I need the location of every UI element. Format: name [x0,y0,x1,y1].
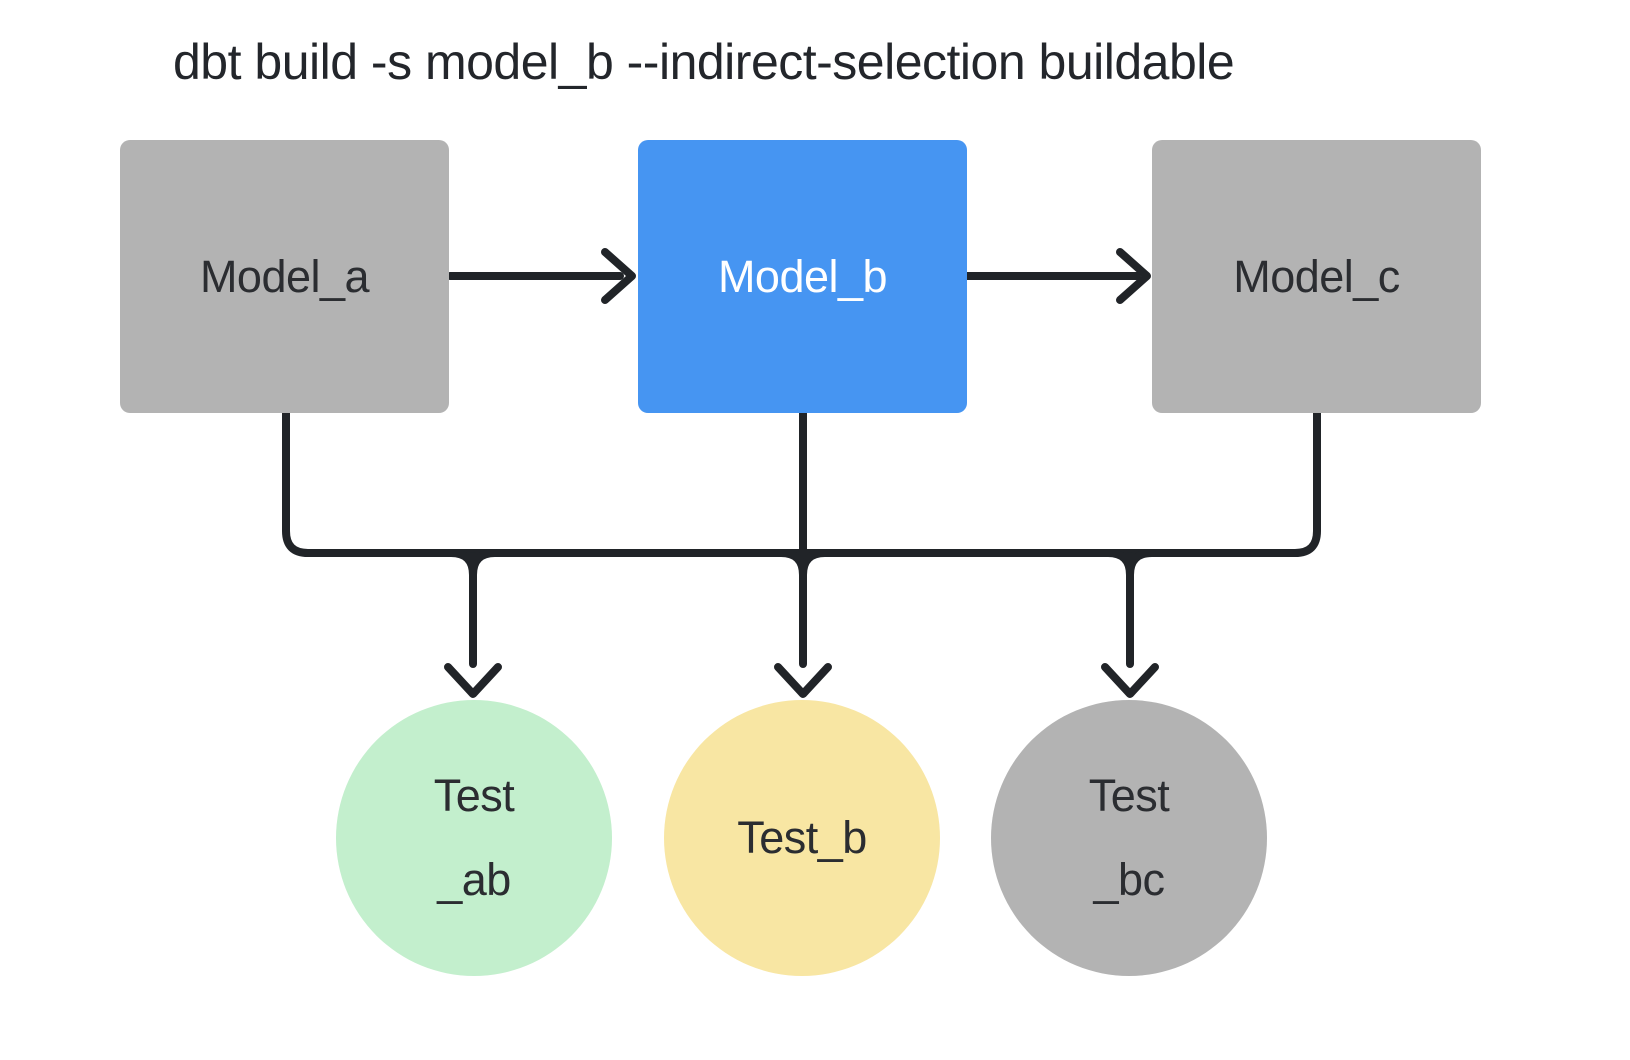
edge-model-a-to-model-b-arrowhead-icon [601,248,636,304]
node-test-ab-label: Test _ab [434,754,515,922]
node-test-b: Test_b [664,700,940,976]
bus-merge-fillet [447,549,477,579]
node-test-ab-label-line1: Test [433,770,515,821]
node-test-b-label: Test_b [737,796,867,880]
bus-merge-fillet [777,549,807,579]
edge-to-test-b-arrowhead-icon [774,663,832,698]
bus-merge-fillet [1126,549,1156,579]
diagram-title: dbt build -s model_b --indirect-selectio… [173,34,1235,90]
node-test-bc-label: Test _bc [1089,754,1170,922]
bus-merge-fillet [1104,549,1134,579]
node-model-b-label: Model_b [717,250,888,302]
node-test-b-label-line1: Test_b [737,812,867,863]
node-test-ab: Test _ab [336,700,612,976]
bus-merge-fillet [469,549,499,579]
node-model-b: Model_b [638,140,967,413]
edge-model-b-to-model-c-arrowhead-icon [1116,248,1151,304]
node-test-bc-label-line2: _bc [1093,854,1165,905]
node-model-c: Model_c [1152,140,1481,413]
edge-to-test-bc-arrowhead-icon [1101,663,1159,698]
node-test-bc: Test _bc [991,700,1267,976]
node-test-bc-label-line1: Test [1088,770,1170,821]
node-model-a-label: Model_a [199,250,370,302]
bus-line [282,409,1321,557]
edge-to-test-ab-arrowhead-icon [444,663,502,698]
bus-merge-fillet [799,549,829,579]
node-test-ab-label-line2: _ab [437,854,511,905]
node-model-a: Model_a [120,140,449,413]
node-model-c-label: Model_c [1233,250,1400,302]
